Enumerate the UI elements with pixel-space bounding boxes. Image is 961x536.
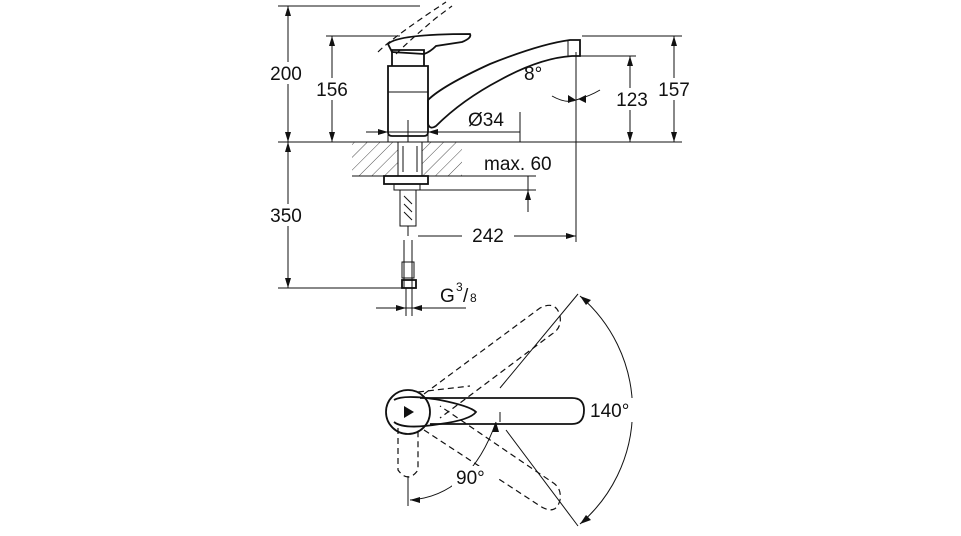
spout-plan-up	[423, 304, 561, 419]
spout-plan	[420, 397, 585, 425]
thread-numerator: 3	[456, 280, 463, 294]
dim-diameter: Ø34	[366, 110, 521, 142]
thread-denominator: 8	[470, 291, 477, 305]
dim-156: 156	[310, 35, 400, 142]
dim-123-label: 123	[616, 90, 648, 111]
shank	[383, 141, 429, 236]
thread-g: G	[440, 286, 455, 307]
thread-label: G 3 / 8	[376, 280, 477, 311]
plan-view: 140° 90°	[385, 293, 640, 527]
dim-350: 350	[262, 142, 404, 289]
side-view: 200 156 Ø34 8°	[262, 1, 696, 316]
lever-angle-label: 90°	[456, 468, 485, 489]
thread-slash: /	[463, 286, 469, 307]
dim-max-60: max. 60	[420, 154, 552, 212]
dim-242-label: 242	[472, 226, 504, 247]
dim-max-60-label: max. 60	[484, 154, 552, 175]
dim-123: 123	[580, 55, 654, 142]
dim-157-label: 157	[658, 80, 690, 101]
dim-242: 242	[418, 132, 577, 247]
swivel-angle-label: 140°	[590, 401, 629, 422]
dim-200-label: 200	[270, 64, 302, 85]
deck-slab	[352, 142, 462, 177]
body-plan	[385, 389, 431, 435]
dim-157: 157	[582, 35, 696, 142]
dim-200: 200	[266, 5, 420, 142]
dim-angle-8-label: 8°	[524, 64, 542, 85]
dim-156-label: 156	[316, 80, 348, 101]
hose-end	[401, 240, 417, 316]
lever-plan-rotated	[397, 428, 419, 478]
dim-350-label: 350	[270, 206, 302, 227]
dim-angle-8: 8°	[524, 52, 601, 132]
dim-diameter-label: Ø34	[468, 110, 504, 131]
spout-plan-down	[423, 405, 561, 511]
